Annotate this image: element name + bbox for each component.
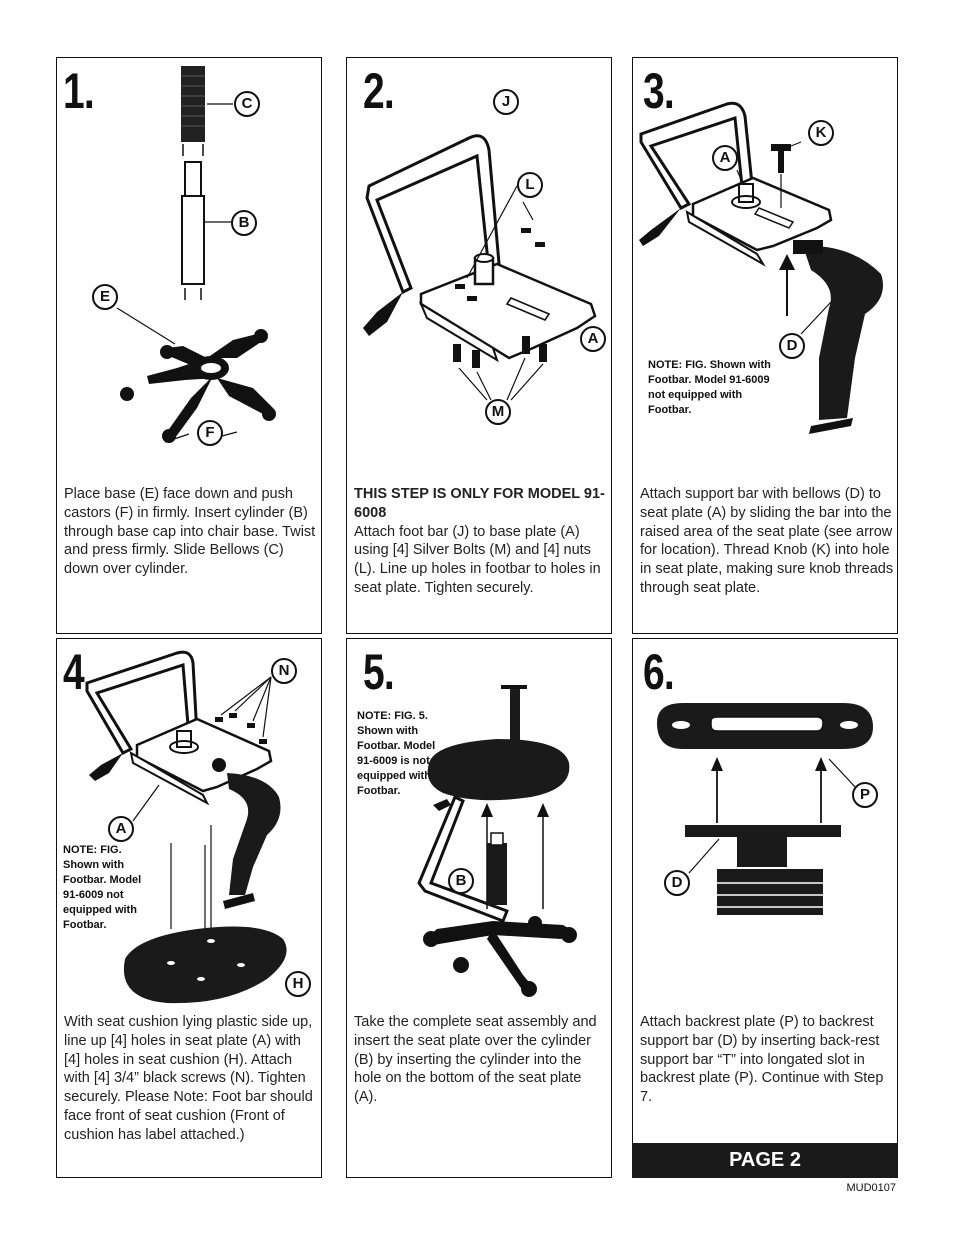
callout-n: N <box>271 658 297 684</box>
callout-k: K <box>808 120 834 146</box>
step-3-instructions: Attach support bar with bellows (D) to s… <box>640 486 894 596</box>
callout-h: H <box>285 971 311 997</box>
callout-d: D <box>779 333 805 359</box>
step-4-instructions: With seat cushion lying plastic side up,… <box>64 1014 313 1143</box>
callout-e: E <box>92 284 118 310</box>
step-5-number: 5. <box>363 644 395 700</box>
step-3-number: 3. <box>643 63 675 119</box>
callout-a: A <box>108 816 134 842</box>
step-5-instructions: Take the complete seat assembly and inse… <box>354 1014 597 1106</box>
step-4-panel: 4. N A H NOTE: FIG. Shown with Footbar <box>56 638 322 1178</box>
step-2-instructions: THIS STEP IS ONLY FOR MODEL 91-6008 Atta… <box>354 485 608 598</box>
step-6-instructions: Attach backrest plate (P) to backrest su… <box>640 1014 884 1106</box>
step-2-body: Attach foot bar (J) to base plate (A) us… <box>354 523 601 596</box>
step-4-note: NOTE: FIG. Shown with Footbar. Model 91-… <box>63 844 142 931</box>
step-4-figure <box>85 650 287 1004</box>
step-1-instructions: Place base (E) face down and push castor… <box>64 486 316 578</box>
page-number-label: PAGE 2 <box>632 1143 898 1178</box>
callout-f: F <box>197 420 223 446</box>
step-6-number: 6. <box>643 644 675 700</box>
callout-m: M <box>485 399 511 425</box>
callout-b: B <box>231 210 257 236</box>
step-3-note: NOTE: FIG. Shown with Footbar. Model 91-… <box>648 359 771 416</box>
step-1-number: 1. <box>63 63 95 119</box>
step-2-number: 2. <box>363 63 395 119</box>
callout-c: C <box>234 91 260 117</box>
step-3-figure <box>639 101 883 434</box>
callout-b: B <box>448 868 474 894</box>
step-1-panel: 1. C B E F P <box>56 57 322 634</box>
document-code: MUD0107 <box>846 1182 896 1194</box>
callout-l: L <box>517 172 543 198</box>
step-6-figure <box>657 703 873 915</box>
step-5-panel: 5. B NOTE: FIG. 5. Shown with Footbar. M… <box>346 638 612 1178</box>
callout-j: J <box>493 89 519 115</box>
step-2-panel: 2. J L A M THIS STEP IS ONLY FOR MODEL 9… <box>346 57 612 634</box>
callout-a: A <box>580 326 606 352</box>
callout-a: A <box>712 145 738 171</box>
step-1-figure <box>116 66 276 443</box>
callout-d: D <box>664 870 690 896</box>
callout-p: P <box>852 782 878 808</box>
step-6-panel: 6. P D Attach backrest plate (P) to back… <box>632 638 898 1143</box>
step-5-note: NOTE: FIG. 5. Shown with Footbar. Model … <box>357 710 436 797</box>
step-2-figure <box>363 134 597 401</box>
step-3-panel: 3. K A D NOTE: FIG. Shown with Footbar. … <box>632 57 898 634</box>
step-5-figure <box>417 685 577 997</box>
step-2-heading: THIS STEP IS ONLY FOR MODEL 91-6008 <box>354 486 605 521</box>
